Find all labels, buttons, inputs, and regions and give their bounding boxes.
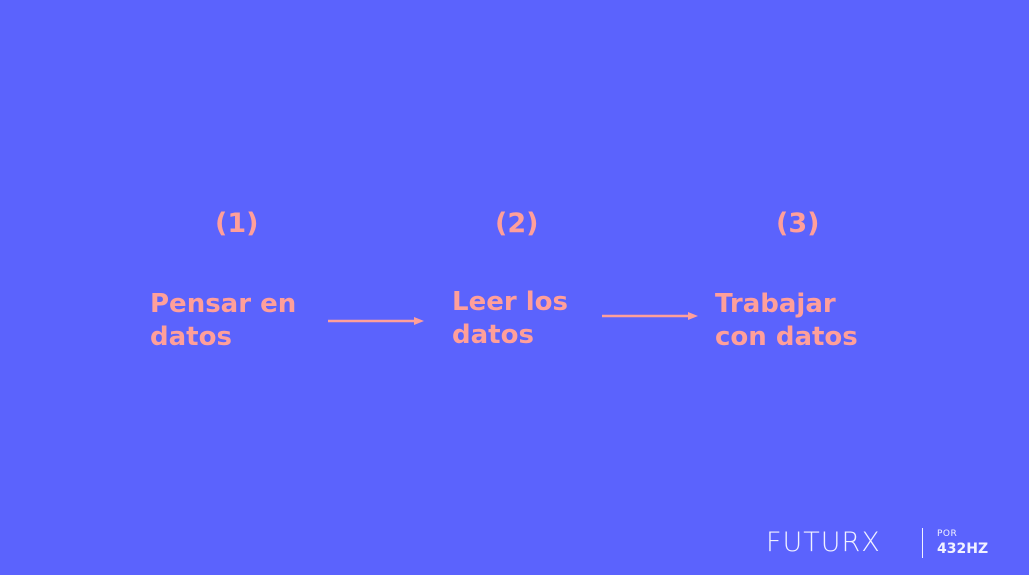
brand-por: POR [937,529,958,539]
arrow-2-to-3 [602,310,698,322]
step-label-3-line-1: Trabajar [715,289,836,319]
brand-sub: 432HZ [937,541,989,557]
step-label-2: Leer los datos [452,286,568,352]
brand-logo: FUTURX POR 432HZ [766,527,1006,561]
step-number-1: (1) [215,208,259,239]
brand-name: FUTURX [766,527,881,558]
arrow-1-to-2 [328,315,424,327]
brand-divider [922,528,923,558]
step-label-3-line-2: con datos [715,322,858,352]
step-number-2: (2) [495,208,539,239]
step-number-3: (3) [776,208,820,239]
step-label-1: Pensar en datos [150,288,296,354]
step-label-1-line-2: datos [150,322,232,352]
arrow-right-icon [328,317,424,325]
arrow-right-icon [602,312,698,320]
step-label-2-line-1: Leer los [452,287,568,317]
step-label-3: Trabajar con datos [715,288,858,354]
step-label-2-line-2: datos [452,320,534,350]
step-label-1-line-1: Pensar en [150,289,297,319]
